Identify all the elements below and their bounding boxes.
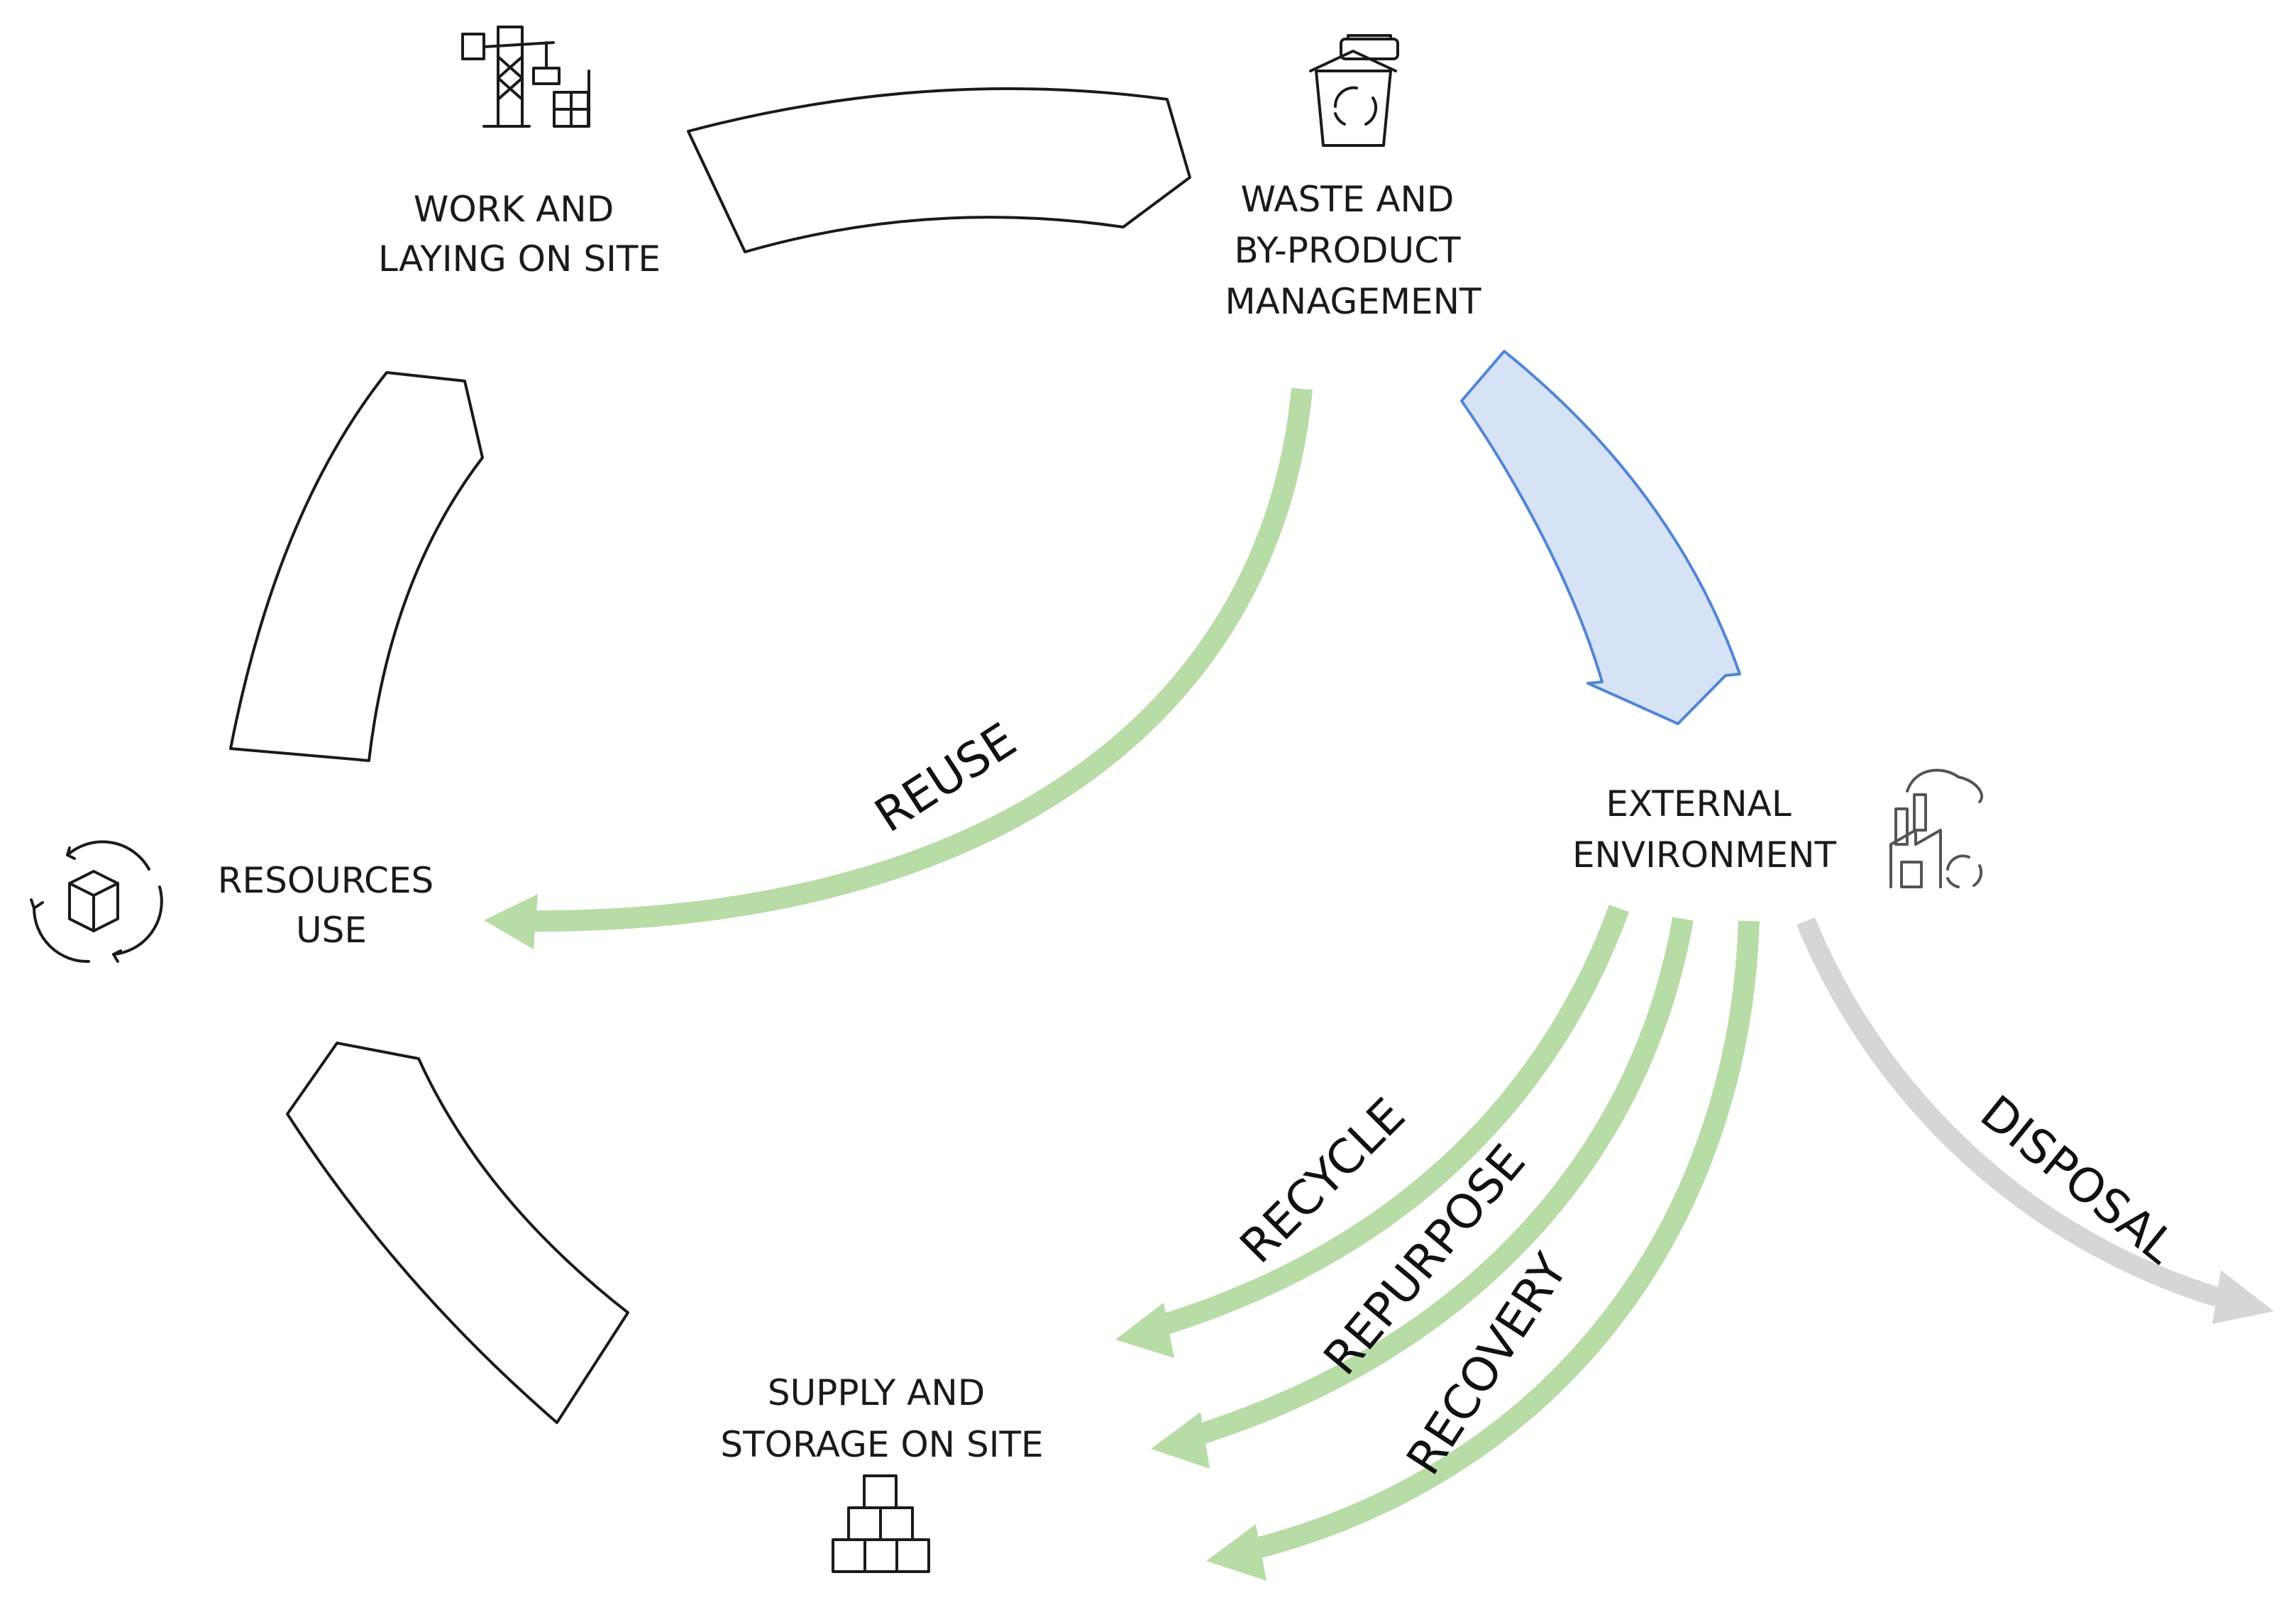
recovery-arrow-head — [1206, 1524, 1266, 1581]
resources-node-line-1: RESOURCES — [218, 860, 434, 901]
repurpose-arrow-head — [1151, 1412, 1210, 1469]
waste-node-label: WASTE AND BY-PRODUCT MANAGEMENT — [1225, 179, 1481, 322]
recycle-arrow — [1115, 904, 1630, 1358]
recycle-arrow-shaft — [1153, 904, 1630, 1337]
resources-node-label: RESOURCES USE — [218, 860, 445, 951]
cycle-block-supply-to-resources — [286, 1042, 629, 1424]
stacked-boxes-icon — [832, 1474, 930, 1573]
external-node-line-2: ENVIRONMENT — [1572, 834, 1837, 876]
recovery-arrow-shaft — [1246, 920, 1760, 1561]
waste-node-line-3: MANAGEMENT — [1225, 281, 1481, 322]
external-node-label: EXTERNAL ENVIRONMENT — [1572, 783, 1837, 876]
disposal-arrow — [1796, 917, 2274, 1324]
disposal-arrow-head — [2212, 1270, 2274, 1324]
recycle-arrow-head — [1115, 1303, 1174, 1358]
repurpose-arrow — [1151, 917, 1694, 1469]
factory-recycle-icon — [1889, 768, 1984, 888]
supply-node-label: SUPPLY AND STORAGE ON SITE — [720, 1372, 1043, 1465]
work-node-line-1: WORK AND — [414, 189, 614, 230]
reuse-arrow-shaft — [519, 387, 1313, 932]
construction-crane-icon — [461, 26, 590, 128]
waste-to-environment-arrow — [1460, 350, 1741, 725]
supply-node-line-1: SUPPLY AND — [768, 1372, 985, 1413]
resources-node-line-2: USE — [296, 910, 367, 951]
recycling-bin-icon — [1309, 34, 1399, 147]
box-cycle-icon — [30, 840, 163, 964]
work-node-label: WORK AND LAYING ON SITE — [378, 189, 661, 280]
reuse-arrow-head — [484, 894, 538, 949]
supply-node-line-2: STORAGE ON SITE — [720, 1424, 1043, 1465]
work-node-line-2: LAYING ON SITE — [378, 238, 661, 280]
reuse-arrow — [484, 387, 1313, 949]
waste-node-line-2: BY-PRODUCT — [1235, 230, 1461, 271]
external-node-line-1: EXTERNAL — [1606, 783, 1791, 824]
waste-node-line-1: WASTE AND — [1241, 179, 1455, 220]
disposal-arrow-shaft — [1796, 917, 2221, 1307]
repurpose-arrow-shaft — [1188, 917, 1694, 1447]
cycle-block-resources-to-work — [229, 371, 484, 762]
cycle-block-work-to-waste — [687, 87, 1191, 253]
recovery-arrow — [1206, 920, 1760, 1581]
